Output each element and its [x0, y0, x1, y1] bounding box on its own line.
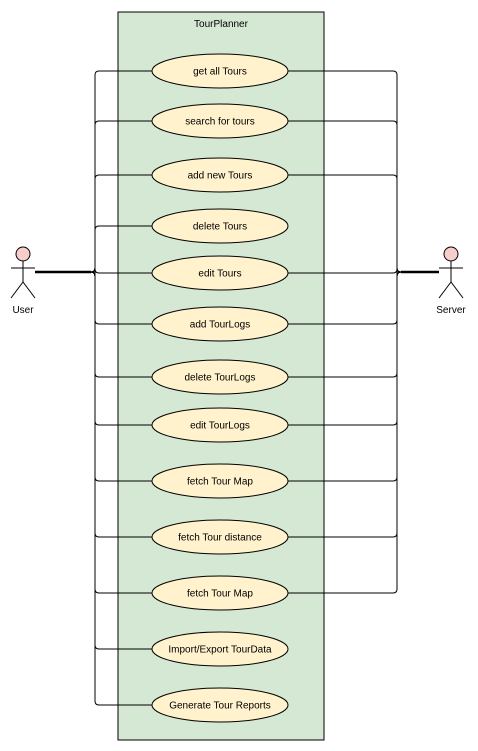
- actor-leg-left: [10, 281, 24, 299]
- use-case-label: delete Tours: [193, 222, 247, 233]
- server-association: [288, 271, 439, 594]
- use-case-label: add TourLogs: [190, 320, 250, 331]
- use-case-ellipse: [151, 53, 289, 89]
- use-case-ellipse: [151, 463, 289, 499]
- use-case: edit Tours: [151, 255, 289, 291]
- use-case-ellipse: [151, 519, 289, 555]
- use-case: delete Tours: [151, 208, 289, 244]
- use-case-ellipse: [151, 359, 289, 395]
- use-case: fetch Tour Map: [151, 575, 289, 611]
- use-case-ellipse: [151, 687, 289, 723]
- use-case: add TourLogs: [151, 306, 289, 342]
- user-association: [35, 271, 152, 706]
- use-case: fetch Tour Map: [151, 463, 289, 499]
- use-case-label: fetch Tour Map: [187, 477, 253, 488]
- use-case-ellipse: [151, 255, 289, 291]
- use-cases: get all Tours search for tours add new Tou…: [151, 53, 289, 723]
- actor-user: User: [10, 246, 36, 316]
- actor-server: Server: [436, 246, 466, 316]
- use-case-label: add new Tours: [188, 171, 253, 182]
- use-case-ellipse: [151, 208, 289, 244]
- actor-label-server: Server: [436, 305, 466, 316]
- actor-leg-right: [22, 281, 36, 299]
- use-case-ellipse: [151, 103, 289, 139]
- use-case-ellipse: [151, 575, 289, 611]
- actor-leg-right: [450, 281, 464, 299]
- use-case: fetch Tour distance: [151, 519, 289, 555]
- use-case-ellipse: [151, 157, 289, 193]
- use-case-ellipse: [151, 631, 289, 667]
- use-case-label: edit Tours: [198, 269, 241, 280]
- use-case: delete TourLogs: [151, 359, 289, 395]
- use-case-ellipse: [151, 407, 289, 443]
- connectors: [35, 70, 439, 706]
- use-case: search for tours: [151, 103, 289, 139]
- actor-label-user: User: [12, 305, 34, 316]
- use-case-label: edit TourLogs: [190, 421, 250, 432]
- use-case: get all Tours: [151, 53, 289, 89]
- use-case-label: get all Tours: [193, 67, 247, 78]
- use-case-label: delete TourLogs: [185, 373, 256, 384]
- use-case-label: fetch Tour distance: [178, 533, 262, 544]
- use-case-label: search for tours: [185, 117, 254, 128]
- use-case: Generate Tour Reports: [151, 687, 289, 723]
- use-case: Import/Export TourData: [151, 631, 289, 667]
- use-case-label: fetch Tour Map: [187, 589, 253, 600]
- use-case-label: Generate Tour Reports: [169, 701, 271, 712]
- actor-leg-left: [438, 281, 452, 299]
- actor-head: [15, 246, 31, 262]
- use-case-ellipse: [151, 306, 289, 342]
- actor-head: [443, 246, 459, 262]
- use-case-label: Import/Export TourData: [168, 645, 272, 656]
- system-title: TourPlanner: [194, 19, 249, 30]
- use-case: edit TourLogs: [151, 407, 289, 443]
- use-case: add new Tours: [151, 157, 289, 193]
